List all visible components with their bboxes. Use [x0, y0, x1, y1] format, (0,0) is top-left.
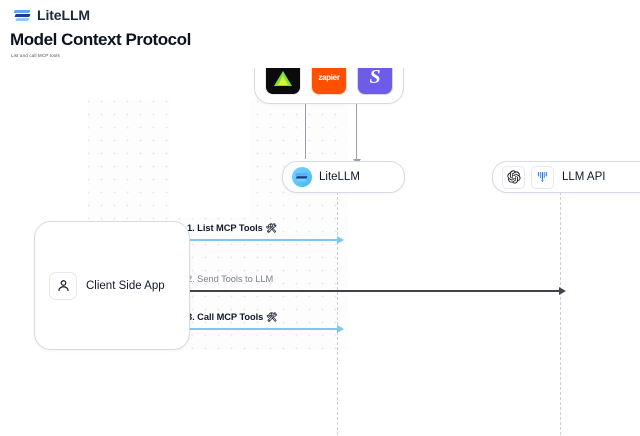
page-title: Model Context Protocol	[10, 30, 191, 49]
canvas-mask-bottom	[0, 350, 640, 436]
lifeline-llm-api	[560, 192, 561, 435]
person-icon	[49, 271, 77, 300]
litellm-logo-icon	[13, 8, 32, 22]
message-line	[179, 239, 337, 241]
message-1-label: 1. List MCP Tools🛠	[187, 223, 278, 233]
tools-icon: 🛠	[266, 312, 278, 322]
mcp-to-litellm-response-arrow	[352, 104, 361, 165]
canvas-mask-gap	[170, 100, 250, 218]
arrowhead-right-icon	[559, 286, 566, 295]
tools-icon: 🛠	[265, 223, 278, 233]
litellm-to-mcp-request-arrow	[301, 98, 310, 159]
message-2-label: 2. Send Tools to LLM	[187, 274, 274, 284]
node-llm-api[interactable]: LLM API	[492, 161, 640, 193]
litellm-avatar-icon	[292, 167, 312, 187]
triangle-glyph	[274, 70, 292, 86]
page-subtitle: List and call MCP tools	[11, 53, 60, 58]
message-line	[179, 290, 559, 292]
arrowhead-right-icon	[337, 324, 344, 333]
node-llm-api-label: LLM API	[562, 171, 606, 183]
app-header: LiteLLM Model Context Protocol List and …	[0, 0, 640, 68]
node-client-side-app[interactable]: Client Side App	[34, 221, 190, 350]
message-line	[179, 328, 337, 330]
node-litellm[interactable]: LiteLLM	[282, 161, 405, 193]
message-3-label: 3. Call MCP Tools🛠	[187, 312, 278, 322]
lifeline-litellm	[337, 192, 338, 435]
node-client-side-app-label: Client Side App	[86, 279, 165, 292]
brand[interactable]: LiteLLM	[13, 7, 90, 23]
zapier-wordmark: zapier	[318, 72, 340, 82]
slack-wordmark: S	[369, 66, 381, 88]
openai-icon	[502, 165, 525, 189]
brand-name: LiteLLM	[37, 7, 90, 23]
arrowhead-right-icon	[337, 235, 344, 244]
node-litellm-label: LiteLLM	[319, 171, 360, 183]
vertex-ai-icon	[531, 165, 554, 189]
